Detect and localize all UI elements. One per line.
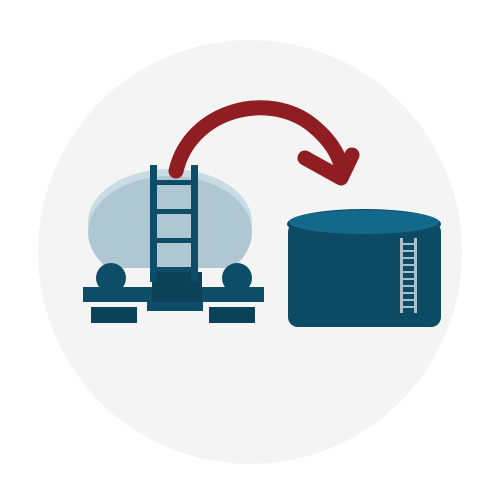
arrow-arc	[168, 100, 348, 179]
storage-ladder-left-rail	[400, 238, 403, 313]
ladder-icon	[400, 238, 417, 313]
storage-ladder-rung	[400, 264, 417, 266]
tank-front-shell	[88, 176, 252, 288]
ladder-rung	[150, 180, 198, 185]
right-mud-flap	[209, 307, 255, 323]
ladder-left-rail	[150, 165, 157, 282]
background-circle	[38, 40, 462, 464]
arrow-head	[297, 147, 360, 186]
ladder-rung	[150, 238, 198, 243]
storage-ladder-rung	[400, 306, 417, 308]
storage-ladder-rung	[400, 278, 417, 280]
storage-ladder-right-rail	[414, 238, 417, 313]
storage-ladder-rung	[400, 271, 417, 273]
storage-ladder-rung	[400, 299, 417, 301]
storage-tank-icon	[287, 209, 441, 327]
ladder-rung	[150, 267, 198, 272]
ladder-right-rail	[191, 165, 198, 282]
storage-ladder-rung	[400, 285, 417, 287]
arrow-icon	[168, 100, 360, 186]
storage-ladder-rung	[400, 257, 417, 259]
left-wheel	[96, 263, 126, 293]
storage-ladder-rungs	[400, 243, 417, 308]
center-step	[147, 302, 203, 311]
storage-ladder-rung	[400, 250, 417, 252]
storage-ladder-rung	[400, 292, 417, 294]
storage-tank-top	[289, 210, 439, 234]
left-mud-flap	[91, 307, 137, 323]
ladder-icon	[150, 165, 198, 282]
ladder-rung	[150, 209, 198, 214]
tanker-truck-icon	[80, 165, 264, 323]
storage-ladder-rung	[400, 243, 417, 245]
right-wheel	[222, 263, 252, 293]
